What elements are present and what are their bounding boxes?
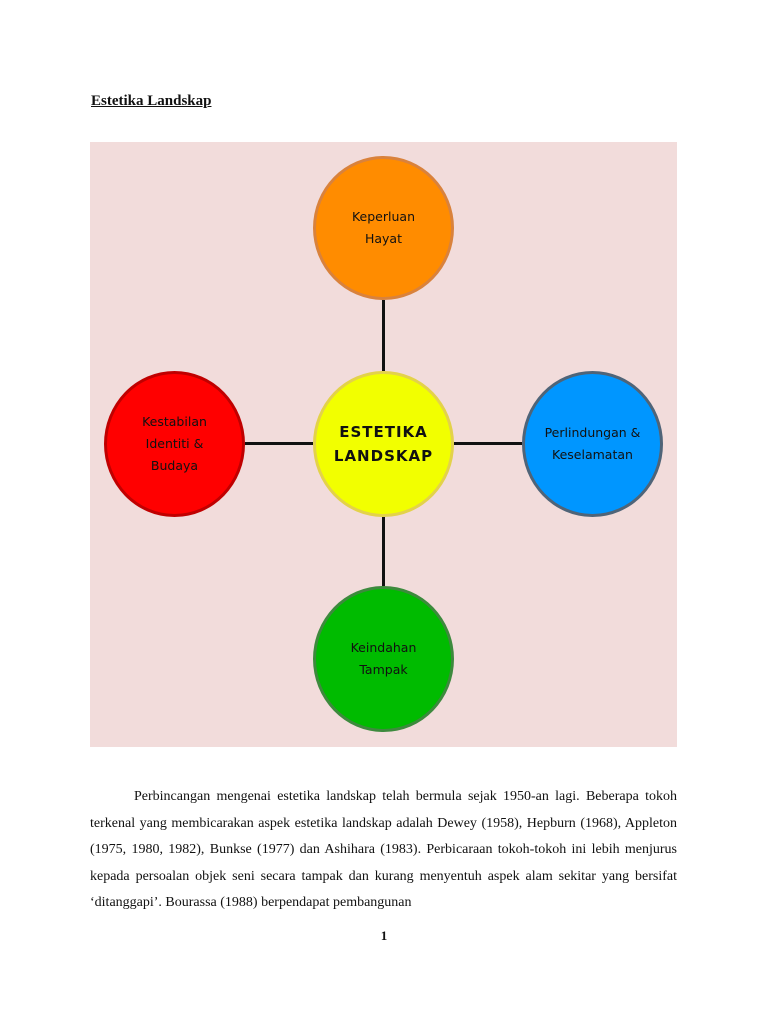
node-kestabilan-identiti-budaya: Kestabilan Identiti & Budaya xyxy=(104,371,245,517)
connector-bottom xyxy=(382,517,385,586)
node-keindahan-tampak: Keindahan Tampak xyxy=(313,586,454,732)
node-keperluan-hayat: Keperluan Hayat xyxy=(313,156,454,300)
connector-top xyxy=(382,300,385,371)
node-estetika-landskap: ESTETIKA LANDSKAP xyxy=(313,371,454,517)
page-number: 1 xyxy=(380,928,388,943)
concept-diagram: Keperluan Hayat Kestabilan Identiti & Bu… xyxy=(90,142,677,747)
body-paragraph: Perbincangan mengenai estetika landskap … xyxy=(90,789,677,910)
page-title: Estetika Landskap xyxy=(91,93,212,109)
connector-right xyxy=(454,442,522,445)
node-perlindungan-keselamatan: Perlindungan & Keselamatan xyxy=(522,371,663,517)
connector-left xyxy=(245,442,313,445)
